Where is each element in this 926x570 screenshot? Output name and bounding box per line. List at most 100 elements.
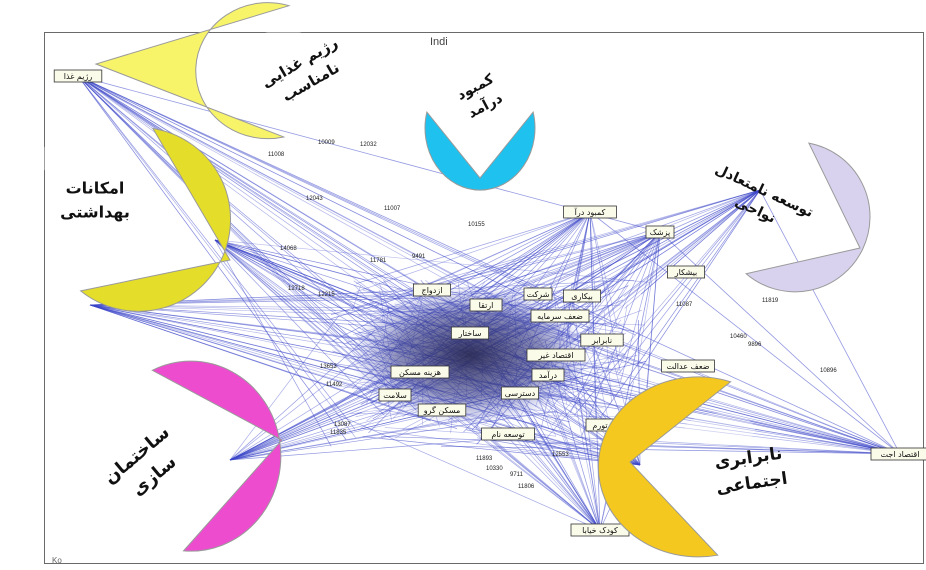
node-box bbox=[530, 309, 590, 323]
node-box bbox=[580, 333, 624, 347]
edge bbox=[553, 410, 601, 531]
node-label: نابرابر bbox=[591, 336, 612, 345]
node-n16[interactable]: ساختار bbox=[450, 326, 489, 340]
edge bbox=[214, 239, 650, 283]
edge bbox=[546, 189, 761, 439]
edge-weight-label: 12553 bbox=[552, 452, 569, 458]
edge-weight-label: 10460 bbox=[730, 334, 747, 340]
callout-text: نابرابریاجتماعی bbox=[712, 443, 789, 498]
edge bbox=[613, 440, 901, 455]
node-econ[interactable]: اقتصاد اجت bbox=[870, 447, 926, 461]
callout-shape bbox=[94, 2, 291, 140]
edge bbox=[603, 311, 612, 403]
node-box bbox=[500, 386, 539, 400]
edge bbox=[565, 211, 591, 326]
node-label: اقتصاد غیر bbox=[538, 351, 574, 360]
edge-weight-label: 11893 bbox=[476, 456, 493, 462]
node-n6[interactable]: نابرابر bbox=[580, 333, 624, 347]
edge bbox=[606, 354, 901, 455]
edge bbox=[77, 75, 406, 395]
node-label: رژیم غذا bbox=[64, 72, 93, 81]
node-n4[interactable]: ضعف سرمایه bbox=[530, 309, 590, 323]
edge bbox=[77, 75, 462, 329]
edge bbox=[214, 239, 360, 357]
callout-income: کمبوددرآمد bbox=[424, 56, 536, 191]
edge bbox=[609, 189, 761, 318]
node-n2[interactable]: شرکت bbox=[523, 287, 553, 301]
edge-weight-label: 11008 bbox=[268, 152, 285, 158]
node-label: پزشک bbox=[650, 228, 671, 237]
edge bbox=[574, 189, 761, 340]
edge bbox=[440, 445, 901, 455]
node-label: شرکت bbox=[527, 290, 550, 299]
edge-weight-label: 11819 bbox=[762, 298, 779, 304]
edge bbox=[214, 239, 336, 312]
node-income[interactable]: کمبود درآ bbox=[563, 205, 617, 219]
node-label: هزینه مسکن bbox=[399, 368, 441, 377]
node-label: بیشکار bbox=[674, 268, 698, 277]
edge bbox=[229, 315, 339, 461]
edge bbox=[646, 231, 661, 389]
node-box bbox=[563, 289, 602, 303]
node-box bbox=[645, 225, 675, 239]
node-label: اقتصاد اجت bbox=[881, 450, 920, 459]
edge bbox=[89, 304, 361, 389]
node-spending[interactable]: بیشکار bbox=[667, 265, 706, 279]
node-n10[interactable]: توسعه نام bbox=[481, 427, 535, 441]
edge bbox=[624, 189, 761, 309]
node-diet[interactable]: رژیم غذا bbox=[53, 69, 103, 83]
node-n12[interactable]: سلامت bbox=[378, 388, 412, 402]
node-n3[interactable]: بیکاری bbox=[563, 289, 602, 303]
node-label: درآمد bbox=[539, 370, 558, 380]
node-label: بیکاری bbox=[571, 292, 593, 301]
edge-weight-label: 11087 bbox=[676, 302, 693, 308]
edge-weight-label: 9896 bbox=[748, 342, 762, 348]
edge-weight-label: 11806 bbox=[518, 484, 535, 490]
edge bbox=[567, 369, 901, 455]
edge bbox=[357, 231, 661, 309]
edge bbox=[229, 412, 362, 461]
node-n13[interactable]: درآمد bbox=[531, 368, 565, 382]
edge-weight-label: 9491 bbox=[412, 254, 426, 260]
callout-line: امکانات bbox=[66, 179, 125, 198]
node-n5[interactable]: اقتصاد غیر bbox=[526, 348, 586, 362]
node-n8[interactable]: ازدواج bbox=[412, 283, 451, 297]
edge-weight-label: 10330 bbox=[486, 466, 503, 472]
node-label: ساختار bbox=[458, 329, 482, 338]
node-box bbox=[53, 69, 103, 83]
node-n9[interactable]: هزینه مسکن bbox=[390, 365, 450, 379]
node-child[interactable]: کودک خیابا bbox=[570, 523, 630, 537]
edge bbox=[582, 306, 613, 436]
node-box bbox=[469, 298, 503, 312]
edge-weight-label: 9711 bbox=[510, 472, 524, 478]
node-n11[interactable]: مسکن گرو bbox=[417, 403, 467, 417]
edge bbox=[77, 75, 661, 233]
node-box bbox=[523, 287, 553, 301]
node-box bbox=[870, 447, 926, 461]
node-doctor[interactable]: پزشک bbox=[645, 225, 675, 239]
edge bbox=[229, 414, 336, 461]
callout-highlight bbox=[35, 142, 100, 176]
callout-highlight bbox=[258, 29, 309, 54]
edge bbox=[77, 75, 391, 352]
edge bbox=[369, 189, 761, 301]
node-n1[interactable]: ارتقا bbox=[469, 298, 503, 312]
edge-weight-label: 11007 bbox=[384, 206, 401, 212]
edge bbox=[330, 189, 761, 315]
node-n14[interactable]: تورم bbox=[585, 418, 615, 432]
edge bbox=[77, 75, 409, 356]
edge bbox=[427, 211, 591, 286]
edge bbox=[618, 189, 761, 375]
edge bbox=[529, 211, 591, 295]
callout-highlight bbox=[685, 413, 755, 446]
callout-shape bbox=[151, 360, 283, 552]
node-box bbox=[450, 326, 489, 340]
edge bbox=[335, 413, 601, 531]
edge-weight-label: 10009 bbox=[318, 140, 335, 146]
edge-weight-label: 11492 bbox=[326, 382, 343, 388]
node-n15[interactable]: دسترسی bbox=[500, 386, 539, 400]
node-n7[interactable]: ضعف عدالت bbox=[661, 359, 715, 373]
edge bbox=[229, 399, 424, 461]
